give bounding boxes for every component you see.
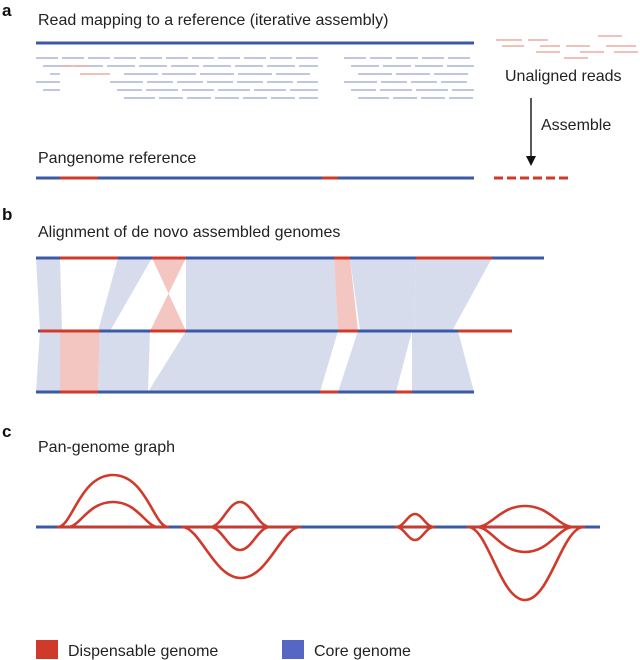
core-synteny-ribbon xyxy=(98,331,150,392)
dispensable-synteny-ribbon xyxy=(334,258,358,331)
dispensable-synteny-ribbon xyxy=(60,331,100,392)
legend-label-dispensable: Dispensable genome xyxy=(68,643,218,660)
legend-swatch-dispensable xyxy=(36,640,58,659)
unaligned-reads xyxy=(496,35,638,59)
pangenome-reference-label: Pangenome reference xyxy=(38,150,196,167)
legend: Dispensable genome Core genome xyxy=(36,640,411,660)
graph-dispensable-path xyxy=(394,525,436,542)
graph-dispensable-path xyxy=(474,504,576,529)
graph-dispensable-path xyxy=(56,473,170,529)
core-synteny-ribbon xyxy=(36,331,60,392)
panel-letter-b: b xyxy=(2,205,12,224)
panel-letter-c: c xyxy=(2,422,11,441)
graph-dispensable-path xyxy=(66,500,160,529)
assemble-arrow-head xyxy=(526,156,536,166)
core-synteny-ribbon xyxy=(148,331,338,392)
legend-swatch-core xyxy=(282,640,304,659)
legend-label-core: Core genome xyxy=(314,643,411,660)
graph-dispensable-path xyxy=(208,525,272,552)
assemble-label: Assemble xyxy=(541,117,611,134)
dispensable-synteny-ribbon xyxy=(150,258,186,331)
graph-dispensable-path xyxy=(208,500,272,529)
synteny-ribbons-top xyxy=(36,258,492,331)
panel-c-title: Pan-genome graph xyxy=(38,439,175,456)
graph-dispensable-path xyxy=(180,525,302,580)
graph-dispensable-paths xyxy=(56,473,586,602)
core-synteny-ribbon xyxy=(412,331,474,392)
core-synteny-ribbon xyxy=(350,258,416,331)
panel-a: a Read mapping to a reference (iterative… xyxy=(2,1,638,180)
graph-dispensable-path xyxy=(474,525,576,554)
panel-b: b Alignment of de novo assembled genomes xyxy=(2,205,544,394)
unaligned-reads-label: Unaligned reads xyxy=(505,68,622,85)
core-synteny-ribbon xyxy=(186,258,338,331)
graph-dispensable-path xyxy=(466,525,586,602)
panel-b-title: Alignment of de novo assembled genomes xyxy=(38,224,340,241)
synteny-ribbons-bottom xyxy=(36,331,474,392)
panel-c: c Pan-genome graph xyxy=(2,422,600,602)
graph-dispensable-path xyxy=(394,512,436,529)
core-synteny-ribbon xyxy=(414,258,492,331)
core-synteny-ribbon xyxy=(36,258,62,331)
core-synteny-ribbon xyxy=(338,331,412,392)
panel-a-title: Read mapping to a reference (iterative a… xyxy=(38,12,388,29)
panel-letter-a: a xyxy=(2,1,12,20)
core-synteny-ribbon xyxy=(98,258,152,331)
mapped-reads xyxy=(36,57,474,99)
